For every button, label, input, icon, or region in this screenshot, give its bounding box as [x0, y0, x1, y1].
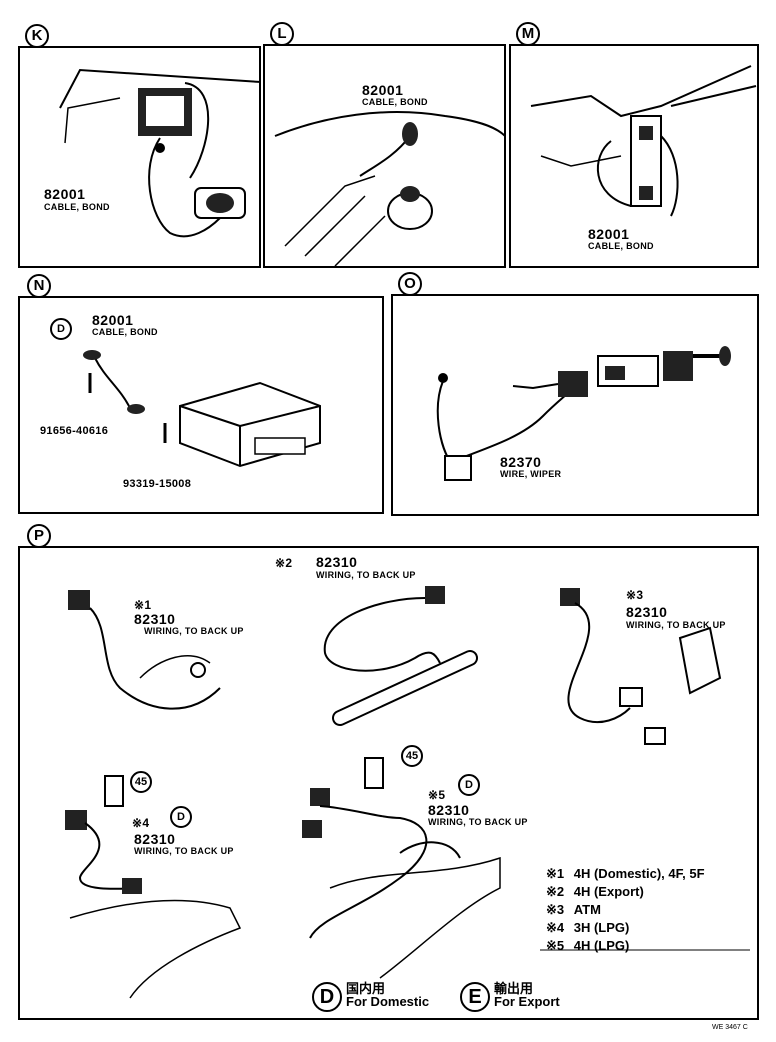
- panel-n: 82001 CABLE, BOND D 91656-40616 93319-15…: [18, 296, 384, 514]
- part-description-m: CABLE, BOND: [588, 241, 654, 251]
- section-badge-k: K: [25, 24, 49, 48]
- part-number-m: 82001: [588, 226, 630, 242]
- item5-description: WIRING, TO BACK UP: [428, 817, 528, 827]
- item3-part-number: 82310: [626, 604, 668, 620]
- note-text: ATM: [573, 902, 601, 917]
- export-legend-en: For Export: [494, 994, 560, 1009]
- panel-o: 82370 WIRE, WIPER: [391, 294, 759, 516]
- note-text: 4H (Domestic), 4F, 5F: [573, 866, 705, 881]
- note-5: ※5 4H (LPG): [546, 938, 705, 956]
- item2-part-number: 82310: [316, 554, 358, 570]
- note-mark: ※1: [546, 866, 565, 881]
- item4-clip-symbol: 45: [130, 771, 152, 793]
- item3-description: WIRING, TO BACK UP: [626, 620, 726, 630]
- part-number-o: 82370: [500, 454, 542, 470]
- item4-mark: ※4: [132, 816, 150, 830]
- domestic-symbol-n: D: [50, 318, 72, 340]
- panel-m: 82001 CABLE, BOND: [509, 44, 759, 268]
- panel-k: 82001 CABLE, BOND: [18, 46, 261, 268]
- part-description-n: CABLE, BOND: [92, 327, 158, 337]
- notes-list: ※1 4H (Domestic), 4F, 5F ※2 4H (Export) …: [546, 866, 705, 956]
- panel-p: ※1 82310 WIRING, TO BACK UP ※2 82310 WIR…: [18, 546, 759, 1020]
- cable-bond-illustration-k: [59, 68, 259, 238]
- note-mark: ※2: [546, 884, 565, 899]
- note-mark: ※3: [546, 902, 565, 917]
- section-badge-m: M: [516, 22, 540, 46]
- part-number-l: 82001: [362, 82, 404, 98]
- section-badge-p: P: [27, 524, 51, 548]
- domestic-legend-jp: 国内用: [346, 981, 386, 996]
- section-badge-l: L: [270, 22, 294, 46]
- item5-part-number: 82310: [428, 802, 470, 818]
- item4-domestic-symbol: D: [170, 806, 192, 828]
- item2-description: WIRING, TO BACK UP: [316, 570, 416, 580]
- note-4: ※4 3H (LPG): [546, 920, 705, 938]
- cable-bond-illustration-l: [274, 111, 504, 266]
- item1-description: WIRING, TO BACK UP: [144, 626, 244, 636]
- item5-domestic-symbol: D: [458, 774, 480, 796]
- item5-clip-symbol: 45: [401, 745, 423, 767]
- bolt-part-number-2: 93319-15008: [123, 478, 192, 490]
- part-description-k: CABLE, BOND: [44, 202, 110, 212]
- part-description-l: CABLE, BOND: [362, 97, 428, 107]
- panel-l: 82001 CABLE, BOND: [263, 44, 506, 268]
- item3-mark: ※3: [626, 588, 644, 602]
- item1-part-number: 82310: [134, 611, 176, 627]
- note-2: ※2 4H (Export): [546, 884, 705, 902]
- section-badge-n: N: [27, 274, 51, 298]
- part-number-k: 82001: [44, 186, 86, 202]
- note-text: 4H (Export): [573, 884, 644, 899]
- note-text: 4H (LPG): [573, 938, 630, 953]
- item4-description: WIRING, TO BACK UP: [134, 846, 234, 856]
- item4-part-number: 82310: [134, 831, 176, 847]
- section-badge-o: O: [398, 272, 422, 296]
- radio-bond-illustration: [83, 350, 321, 468]
- note-3: ※3 ATM: [546, 902, 705, 920]
- note-mark: ※5: [546, 938, 565, 953]
- bolt-part-number-1: 91656-40616: [40, 425, 109, 437]
- domestic-legend-symbol: D: [312, 982, 342, 1012]
- drawing-reference: WE 3467 C: [712, 1024, 748, 1031]
- item5-mark: ※5: [428, 788, 446, 802]
- domestic-legend-en: For Domestic: [346, 994, 430, 1009]
- item1-mark: ※1: [134, 598, 152, 612]
- note-text: 3H (LPG): [573, 920, 630, 935]
- item2-mark: ※2: [275, 556, 293, 570]
- export-legend-symbol: E: [460, 982, 490, 1012]
- part-description-o: WIRE, WIPER: [500, 469, 562, 479]
- export-legend-jp: 輸出用: [494, 981, 534, 996]
- back-up-wiring-illustrations: [65, 586, 750, 999]
- note-mark: ※4: [546, 920, 565, 935]
- part-number-n: 82001: [92, 312, 134, 328]
- wiper-wire-illustration: [436, 346, 731, 481]
- note-1: ※1 4H (Domestic), 4F, 5F: [546, 866, 705, 884]
- cable-bond-illustration-m: [530, 65, 757, 217]
